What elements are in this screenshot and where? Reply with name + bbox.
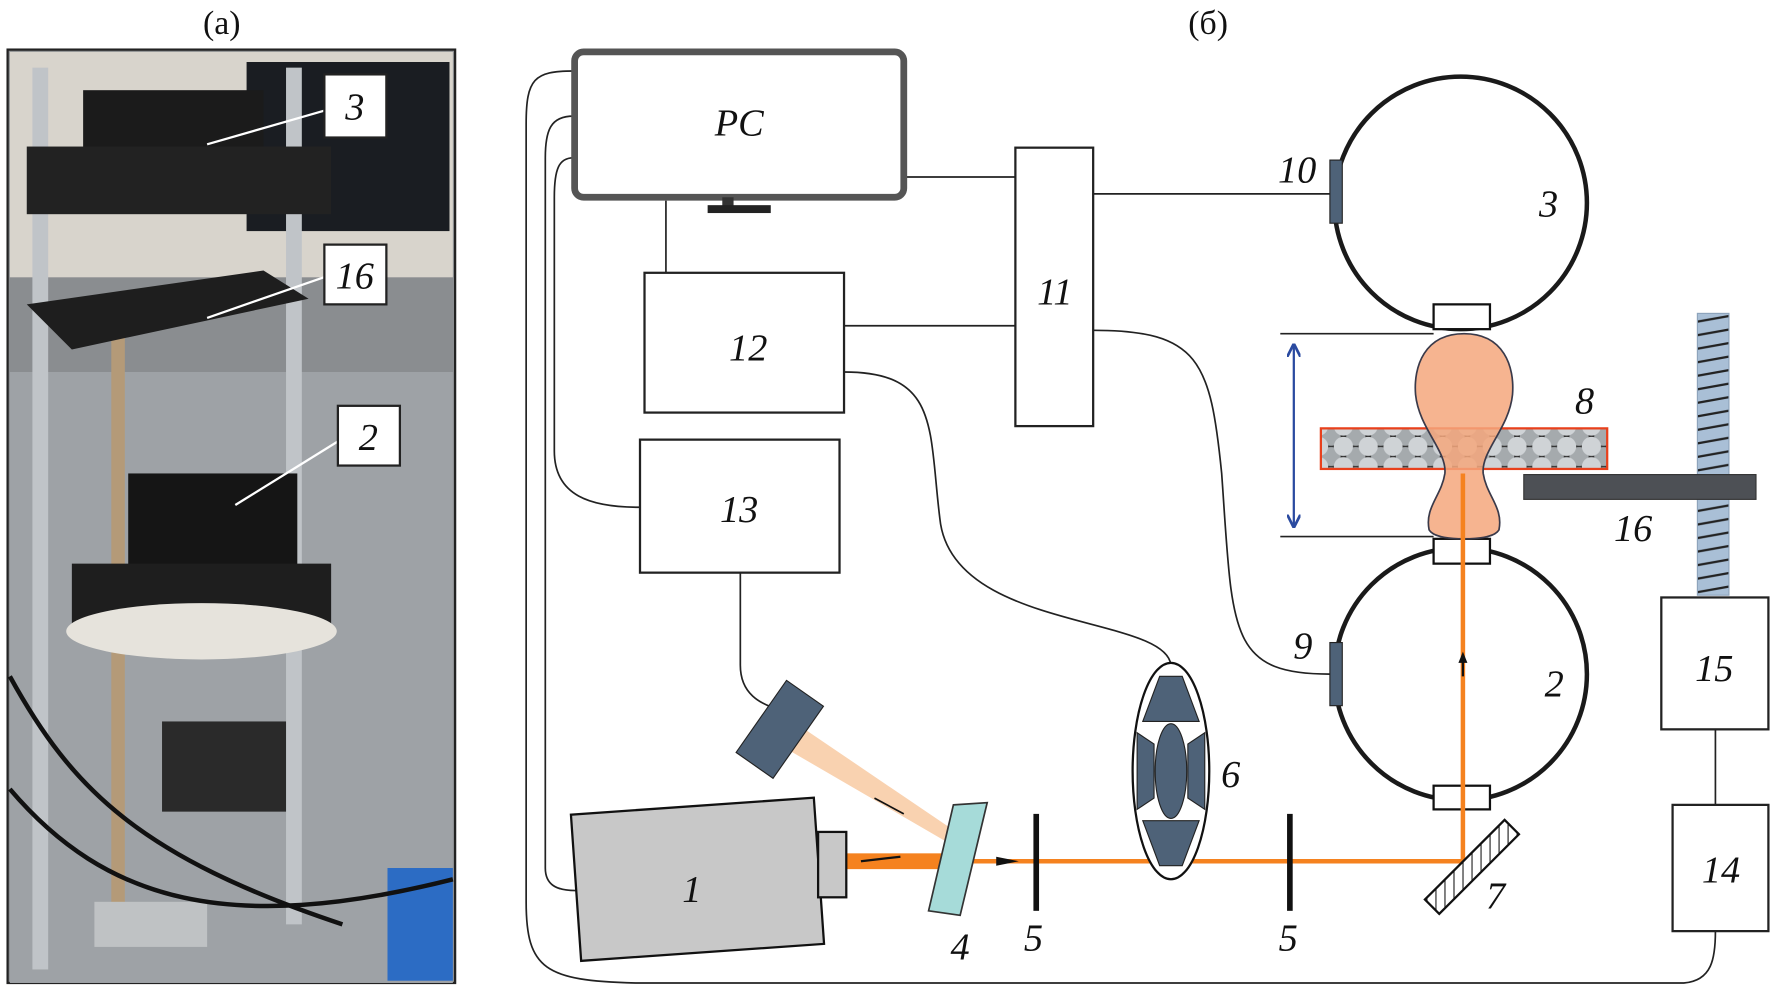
block-14: 14 <box>1671 803 1770 933</box>
svg-text:3: 3 <box>344 86 364 128</box>
svg-text:11: 11 <box>1037 271 1072 313</box>
laser-1: 1 <box>569 796 848 963</box>
label-16: 16 <box>1614 508 1652 550</box>
wires <box>525 70 1717 984</box>
laser-beam <box>846 853 952 870</box>
label-10: 10 <box>1278 150 1316 192</box>
block-12: 12 <box>643 271 846 414</box>
block-13: 13 <box>638 438 841 574</box>
chopper-6: 6 <box>1131 661 1240 881</box>
lead-screw <box>1696 312 1730 596</box>
svg-text:2: 2 <box>359 417 378 459</box>
label-8: 8 <box>1575 381 1594 423</box>
svg-text:1: 1 <box>682 869 701 911</box>
pc-label: PC <box>714 102 764 144</box>
label-4: 4 <box>951 926 970 968</box>
photo-callout-2: 2 <box>336 404 402 467</box>
photo-caption: (а) <box>203 5 241 42</box>
label-5-left: 5 <box>1024 917 1043 959</box>
svg-text:12: 12 <box>729 328 767 370</box>
scheme-caption: (б) <box>1188 5 1228 42</box>
label-9: 9 <box>1293 625 1312 667</box>
setup-photo <box>6 48 457 985</box>
label-2: 2 <box>1545 664 1564 706</box>
pc-monitor: PC <box>571 48 908 214</box>
iris-5-left <box>1033 813 1040 911</box>
label-5-right: 5 <box>1279 917 1298 959</box>
reflected-beam-arrow <box>874 797 905 815</box>
mirror-7 <box>1423 818 1521 916</box>
detector-9 <box>1329 641 1343 707</box>
svg-text:14: 14 <box>1702 850 1740 892</box>
svg-text:15: 15 <box>1695 648 1733 690</box>
detector-10 <box>1329 159 1343 224</box>
beam-splitter-wedge-4 <box>927 801 989 917</box>
svg-text:13: 13 <box>720 489 758 531</box>
label-3: 3 <box>1538 183 1558 225</box>
reflected-beam <box>782 721 957 848</box>
iris-5-right <box>1287 813 1293 911</box>
label-7: 7 <box>1486 876 1507 918</box>
block-11: 11 <box>1014 146 1095 428</box>
platform-16 <box>1523 474 1757 500</box>
svg-text:16: 16 <box>336 256 374 298</box>
svg-text:6: 6 <box>1221 754 1240 796</box>
integrating-sphere-3 <box>1329 74 1590 332</box>
reference-detector <box>735 679 825 780</box>
block-15: 15 <box>1660 596 1770 731</box>
photo-callout-16: 16 <box>323 243 388 306</box>
photo-callout-3: 3 <box>323 73 388 139</box>
